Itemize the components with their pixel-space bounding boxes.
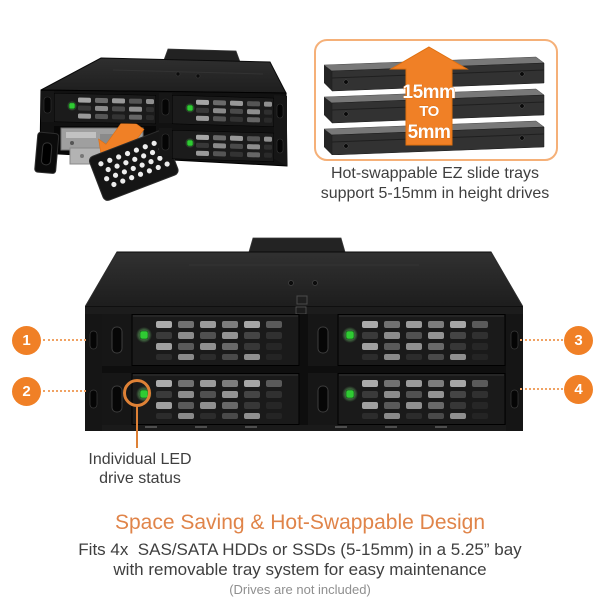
feature-caption: Hot-swappable EZ slide trays support 5-1… (285, 164, 585, 204)
led-highlight-ring (123, 379, 151, 407)
callout-4-number: 4 (574, 381, 583, 398)
drive-tray-3 (308, 314, 506, 366)
footer-line2: with removable tray system for easy main… (113, 560, 487, 579)
hero-top-face (40, 57, 287, 94)
callout-3-number: 3 (574, 332, 583, 349)
led-label-line1: Individual LED (88, 451, 192, 468)
main-top-face (85, 251, 523, 308)
led-callout-label: Individual LED drive status (40, 450, 240, 488)
callout-1: 1 (12, 326, 41, 355)
callout-2: 2 (12, 377, 41, 406)
drive-tray-4 (308, 373, 506, 425)
leader-line-2 (43, 390, 86, 392)
feature-caption-line2: support 5-15mm in height drives (320, 185, 550, 202)
led-label-line2: drive status (99, 470, 181, 487)
hero-open-latch (34, 131, 60, 174)
drive-tray-1 (102, 314, 300, 366)
callout-1-number: 1 (22, 332, 31, 349)
height-range-arrow-icon (389, 46, 469, 146)
arrow-label-to: TO (419, 103, 439, 120)
leader-line-3 (520, 339, 563, 341)
callout-2-number: 2 (22, 383, 31, 400)
callout-3: 3 (564, 326, 593, 355)
drive-stack-graphic: 15mm TO 5mm (316, 46, 552, 155)
footer-note: (Drives are not included) (229, 582, 371, 597)
feature-caption-line1: Hot-swappable EZ slide trays (330, 165, 540, 182)
callout-4: 4 (564, 375, 593, 404)
arrow-label-15mm: 15mm (403, 82, 456, 103)
led-callout-line (136, 406, 138, 448)
leader-line-4 (520, 388, 563, 390)
main-product-photo (85, 237, 523, 431)
footer-line1: Fits 4x SAS/SATA HDDs or SSDs (5-15mm) i… (78, 540, 522, 559)
drive-height-feature-box: 15mm TO 5mm (314, 39, 558, 161)
leader-line-1 (43, 339, 86, 341)
main-back-tab (248, 237, 346, 253)
hero-photo-tray-ejected (34, 48, 288, 201)
footer-text-block: Space Saving & Hot-Swappable Design Fits… (0, 511, 600, 597)
footer-heading: Space Saving & Hot-Swappable Design (114, 511, 486, 534)
arrow-label-5mm: 5mm (408, 122, 451, 143)
